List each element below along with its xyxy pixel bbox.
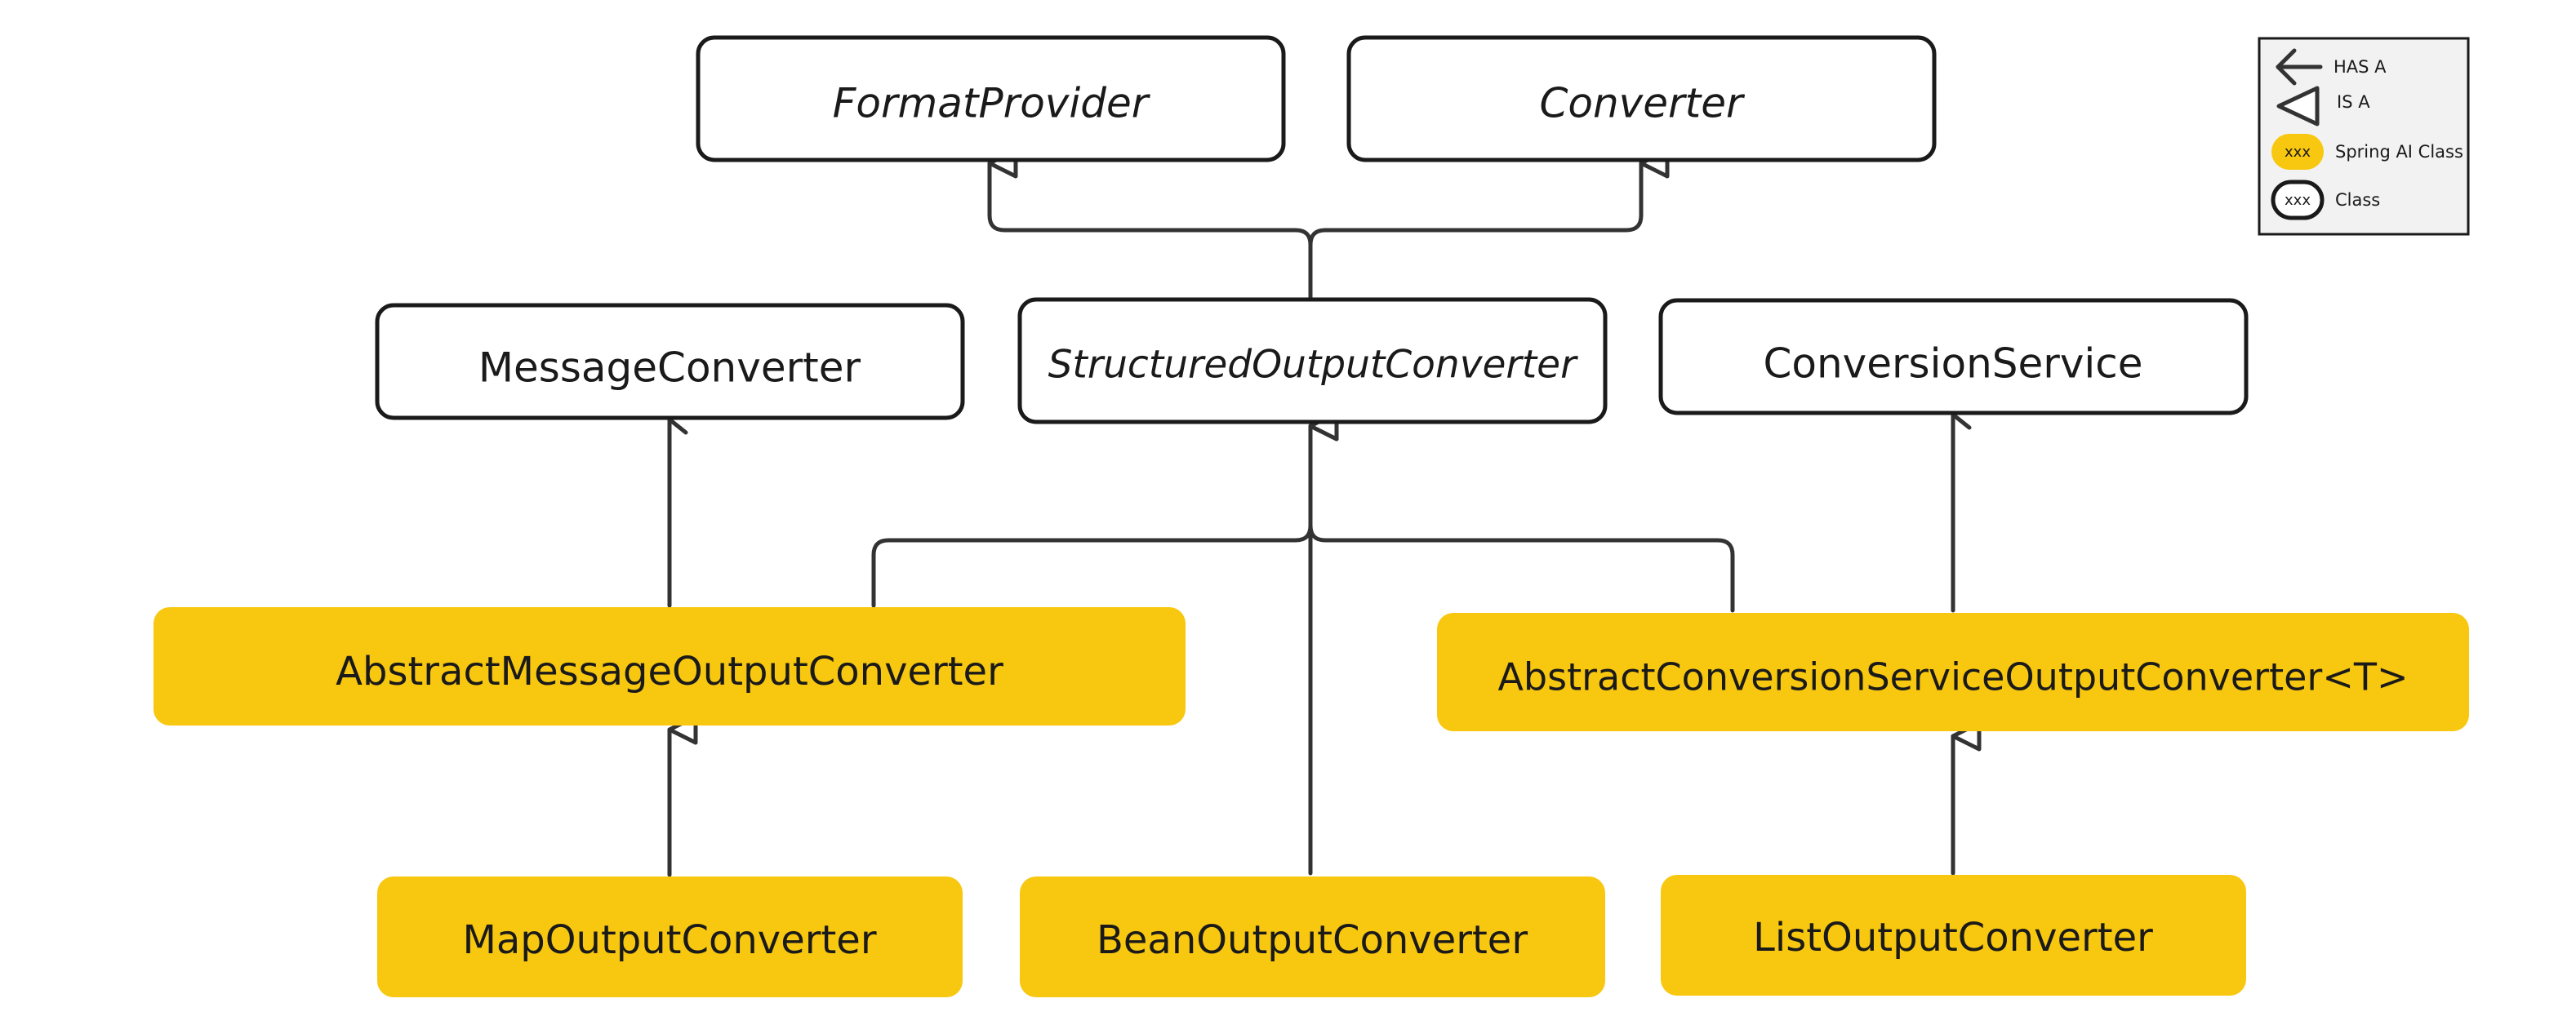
node-abstract-conversion-service-output-converter: AbstractConversionServiceOutputConverter…: [1437, 613, 2469, 731]
node-converter: Converter: [1346, 35, 1937, 162]
node-label: BeanOutputConverter: [1097, 917, 1528, 963]
node-bean-output-converter: BeanOutputConverter: [1020, 876, 1605, 997]
edge-abstract-conversion-to-structured: [1308, 424, 1735, 613]
node-message-converter: MessageConverter: [375, 303, 965, 420]
class-swatch: [2271, 180, 2325, 220]
node-label: ListOutputConverter: [1753, 915, 2153, 961]
spring-class-swatch: [2271, 134, 2324, 170]
node-label: ConversionService: [1763, 340, 2142, 388]
is-a-triangle-icon: [2276, 86, 2320, 126]
legend-class-label: Class: [2335, 190, 2380, 210]
node-label: FormatProvider: [833, 80, 1151, 127]
node-structured-output-converter: StructuredOutputConverter: [1017, 297, 1608, 424]
edge-structured-to-converter: [1308, 148, 1670, 300]
node-label: MessageConverter: [478, 344, 861, 392]
class-swatch-text: xxx: [2285, 192, 2311, 209]
edge-structured-to-format-provider: [987, 148, 1313, 300]
node-label: AbstractMessageOutputConverter: [336, 649, 1003, 695]
node-label: MapOutputConverter: [462, 917, 876, 963]
legend-spring-label: Spring AI Class: [2335, 142, 2463, 162]
has-a-arrow-icon: [2276, 48, 2323, 86]
node-label: Converter: [1539, 80, 1745, 127]
spring-class-swatch-text: xxx: [2285, 144, 2311, 161]
node-list-output-converter: ListOutputConverter: [1661, 875, 2246, 996]
node-map-output-converter: MapOutputConverter: [377, 876, 963, 997]
node-format-provider: FormatProvider: [696, 35, 1286, 162]
legend-has-a-label: HAS A: [2334, 57, 2387, 77]
edge-abstract-message-to-structured: [871, 410, 1339, 608]
legend-spring-ai-class: xxx Spring AI Class: [2271, 134, 2463, 170]
node-abstract-message-output-converter: AbstractMessageOutputConverter: [153, 607, 1186, 726]
legend-is-a-label: IS A: [2337, 92, 2370, 112]
node-label: StructuredOutputConverter: [1048, 343, 1579, 388]
legend-is-a: IS A: [2276, 86, 2370, 126]
node-conversion-service: ConversionService: [1658, 298, 2249, 415]
legend-has-a: HAS A: [2276, 48, 2387, 86]
legend-class: xxx Class: [2271, 180, 2380, 220]
node-label: AbstractConversionServiceOutputConverter…: [1497, 655, 2408, 699]
legend: HAS A IS A xxx Spring AI Class xxx Class: [2258, 37, 2470, 236]
